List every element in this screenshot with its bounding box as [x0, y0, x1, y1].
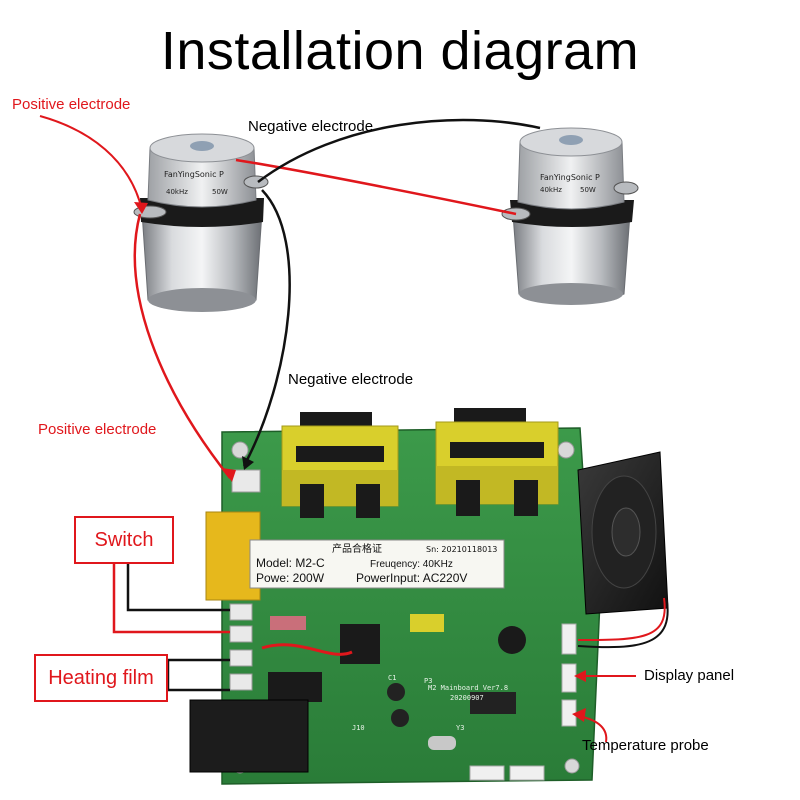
switch-leader-black	[126, 562, 230, 612]
label-positive-electrode-top: Positive electrode	[12, 96, 131, 113]
transducer-right-brand: FanYingSonic P	[540, 173, 600, 182]
transformer-right	[435, 408, 559, 516]
fuse	[270, 616, 306, 630]
label-negative-electrode-top: Negative electrode	[248, 118, 374, 135]
label-temperature-probe: Temperature probe	[582, 737, 709, 754]
transducer-left-freq: 40kHz	[166, 188, 188, 196]
silk-mainboard: M2 Mainboard Ver7.8	[428, 684, 508, 692]
cert-model: Model: M2-C	[256, 556, 325, 570]
transducer-left-power: 50W	[212, 188, 228, 196]
switch-leader-red	[112, 562, 230, 634]
cooling-fan	[577, 451, 669, 615]
crystal-y3	[428, 736, 456, 750]
capacitor-c1	[387, 683, 405, 701]
transducer-left: FanYingSonic P 40kHz 50W	[133, 133, 269, 312]
small-transformer	[410, 614, 444, 632]
label-positive-electrode-mid: Positive electrode	[38, 421, 157, 438]
silk-j10: J10	[352, 724, 365, 732]
right-connectors	[469, 623, 577, 781]
label-display-panel: Display panel	[644, 667, 735, 684]
transducer-right-power: 50W	[580, 186, 596, 194]
control-board: 产品合格证 Sn: 20210118013 Model: M2-C Freuqe…	[189, 408, 669, 785]
silk-date: 20200907	[450, 694, 484, 702]
label-heating-film: Heating film	[34, 654, 168, 702]
transducer-right: FanYingSonic P 40kHz 50W	[501, 127, 639, 305]
transducer-right-freq: 40kHz	[540, 186, 562, 194]
wires	[133, 118, 669, 656]
certificate-label: 产品合格证 Sn: 20210118013 Model: M2-C Freuqe…	[249, 539, 505, 589]
wire-negative-between-transducers	[257, 118, 541, 183]
relay	[340, 624, 380, 664]
wire-positive-to-board	[133, 213, 231, 479]
label-switch: Switch	[74, 516, 174, 564]
buzzer	[498, 626, 526, 654]
label-negative-electrode-mid: Negative electrode	[288, 371, 414, 388]
wire-positive-between-transducers	[235, 158, 517, 216]
cert-power: Powe: 200W	[256, 571, 325, 585]
cert-serial: Sn: 20210118013	[426, 545, 497, 554]
wire-negative-to-board	[242, 189, 291, 467]
cert-frequency: Freuqency: 40KHz	[370, 559, 453, 570]
cert-power-input: PowerInput: AC220V	[356, 571, 467, 585]
silk-p3: P3	[424, 677, 432, 685]
triac-module	[268, 672, 322, 702]
page-title: Installation diagram	[160, 21, 640, 81]
silk-c1: C1	[388, 674, 396, 682]
power-module	[189, 699, 309, 773]
mcu-chip	[470, 692, 516, 714]
cert-title: 产品合格证	[332, 542, 382, 555]
silk-y3: Y3	[456, 724, 464, 732]
pointer-positive-top	[39, 115, 143, 211]
transducer-left-brand: FanYingSonic P	[164, 170, 224, 179]
transformer-left	[281, 412, 399, 518]
